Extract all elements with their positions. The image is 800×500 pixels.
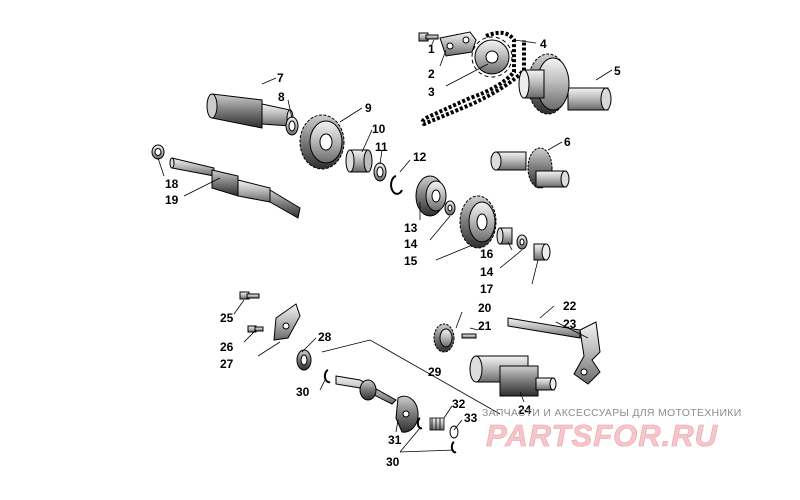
shift-shaft-part-29 bbox=[321, 339, 501, 415]
callout-9: 9 bbox=[365, 101, 372, 115]
callout-21: 21 bbox=[478, 319, 492, 333]
gear-shaft-part-6 bbox=[490, 147, 570, 189]
callout-6: 6 bbox=[564, 135, 571, 149]
callout-24: 24 bbox=[518, 403, 532, 417]
callout-29: 29 bbox=[428, 365, 442, 379]
clip-part-30a bbox=[323, 369, 331, 384]
washer-part-18 bbox=[151, 144, 165, 160]
callout-7: 7 bbox=[277, 71, 284, 85]
shift-fork-part-23 bbox=[573, 321, 601, 385]
callout-28: 28 bbox=[318, 330, 332, 344]
drive-chain-part-4 bbox=[420, 30, 526, 127]
callout-30b: 30 bbox=[386, 455, 400, 469]
leader-lines bbox=[157, 39, 613, 453]
callout-16: 16 bbox=[480, 247, 494, 261]
callout-14b: 14 bbox=[480, 265, 494, 279]
callout-18: 18 bbox=[165, 177, 179, 191]
callout-22: 22 bbox=[563, 299, 577, 313]
shift-plate-part-31 bbox=[395, 395, 419, 433]
hub-part-13 bbox=[415, 175, 447, 217]
spring-part-32 bbox=[429, 417, 445, 431]
callout-17: 17 bbox=[480, 282, 494, 296]
bushing-part-17 bbox=[533, 243, 551, 261]
callout-labels: 1 2 3 4 5 6 7 8 9 10 11 12 13 14 14 15 1… bbox=[165, 37, 621, 469]
callout-31: 31 bbox=[388, 433, 402, 447]
callout-10: 10 bbox=[372, 122, 386, 136]
callout-11: 11 bbox=[375, 140, 388, 154]
callout-15: 15 bbox=[404, 254, 418, 268]
callout-14a: 14 bbox=[404, 237, 418, 251]
needle-bearing-part-10 bbox=[345, 149, 373, 173]
callout-2: 2 bbox=[428, 67, 435, 81]
callout-5: 5 bbox=[614, 64, 621, 78]
callout-8: 8 bbox=[278, 90, 285, 104]
callout-27: 27 bbox=[220, 357, 234, 371]
callout-3: 3 bbox=[428, 85, 435, 99]
gear-part-9 bbox=[299, 114, 345, 170]
watermark-tagline: ЗАПЧАСТИ И АКСЕССУАРЫ ДЛЯ МОТОТЕХНИКИ bbox=[482, 407, 742, 419]
callout-30a: 30 bbox=[296, 385, 310, 399]
seal-part-28 bbox=[296, 349, 312, 371]
bracket-part-2 bbox=[439, 31, 477, 57]
watermark-logo: PARTSFOR.RU bbox=[486, 418, 719, 453]
callout-12: 12 bbox=[413, 150, 427, 164]
callout-19: 19 bbox=[165, 193, 179, 207]
bolt-part-25 bbox=[239, 291, 260, 300]
washer-part-14a bbox=[444, 200, 456, 216]
clip-part-33 bbox=[449, 425, 459, 439]
watermark: ЗАПЧАСТИ И АКСЕССУАРЫ ДЛЯ МОТОТЕХНИКИ PA… bbox=[482, 407, 742, 453]
callout-32: 32 bbox=[452, 397, 466, 411]
callout-1: 1 bbox=[428, 42, 435, 56]
bolt-part-26 bbox=[247, 325, 264, 333]
clip-part-30b bbox=[416, 417, 457, 454]
gear-shaft-part-5 bbox=[518, 53, 612, 115]
callout-23: 23 bbox=[563, 317, 577, 331]
bearing-part-16 bbox=[496, 227, 513, 245]
washer-part-8 bbox=[285, 116, 299, 136]
callout-33: 33 bbox=[464, 411, 478, 425]
callout-13: 13 bbox=[404, 221, 418, 235]
pin-part-21 bbox=[461, 333, 477, 339]
callout-4: 4 bbox=[540, 37, 547, 51]
output-shaft-part-19 bbox=[169, 157, 301, 219]
shift-drum-part-24 bbox=[469, 355, 557, 397]
shift-rod-part-22 bbox=[507, 317, 581, 339]
callout-26: 26 bbox=[220, 340, 234, 354]
bolt-part-1 bbox=[418, 32, 439, 42]
gear-part-20 bbox=[433, 323, 455, 353]
circlip-part-12 bbox=[390, 175, 403, 195]
callout-20: 20 bbox=[478, 301, 492, 315]
bracket-part-27 bbox=[273, 303, 301, 341]
washer-part-11 bbox=[373, 162, 387, 182]
washer-part-14b bbox=[516, 234, 528, 250]
drive-sprocket-part-3 bbox=[471, 36, 513, 78]
callout-25: 25 bbox=[220, 311, 234, 325]
gear-part-15 bbox=[459, 195, 497, 249]
